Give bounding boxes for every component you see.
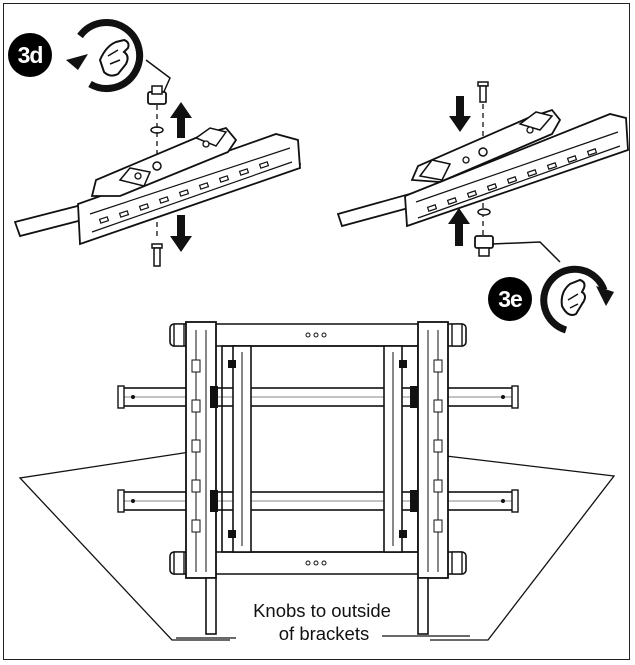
arrow-down-icon: [170, 215, 192, 252]
step-3e-illustration: [336, 81, 629, 334]
step-3d-illustration: [13, 19, 302, 267]
step-badge-3d: 3d: [8, 33, 52, 77]
arrow-up-icon: [170, 102, 192, 138]
mount-front-view: [18, 321, 616, 641]
arrow-down-icon: [449, 96, 471, 132]
caption-line-2: of brackets: [266, 623, 382, 645]
arm-bar: [117, 489, 519, 513]
hanging-bracket-left: [185, 321, 218, 635]
arrow-up-icon: [448, 208, 470, 246]
bracket-right: [383, 345, 407, 553]
bolt-part: [151, 243, 163, 267]
step-badge-3e: 3e: [488, 277, 532, 321]
rotate-counterclockwise-hand-icon: [66, 19, 144, 92]
arm-bar: [117, 385, 519, 409]
bracket-left: [228, 345, 252, 553]
rotate-clockwise-hand-icon: [540, 265, 614, 334]
caption-line-1: Knobs to outside: [227, 600, 417, 622]
knob-part: [474, 208, 494, 257]
hanging-bracket-right: [410, 321, 449, 635]
